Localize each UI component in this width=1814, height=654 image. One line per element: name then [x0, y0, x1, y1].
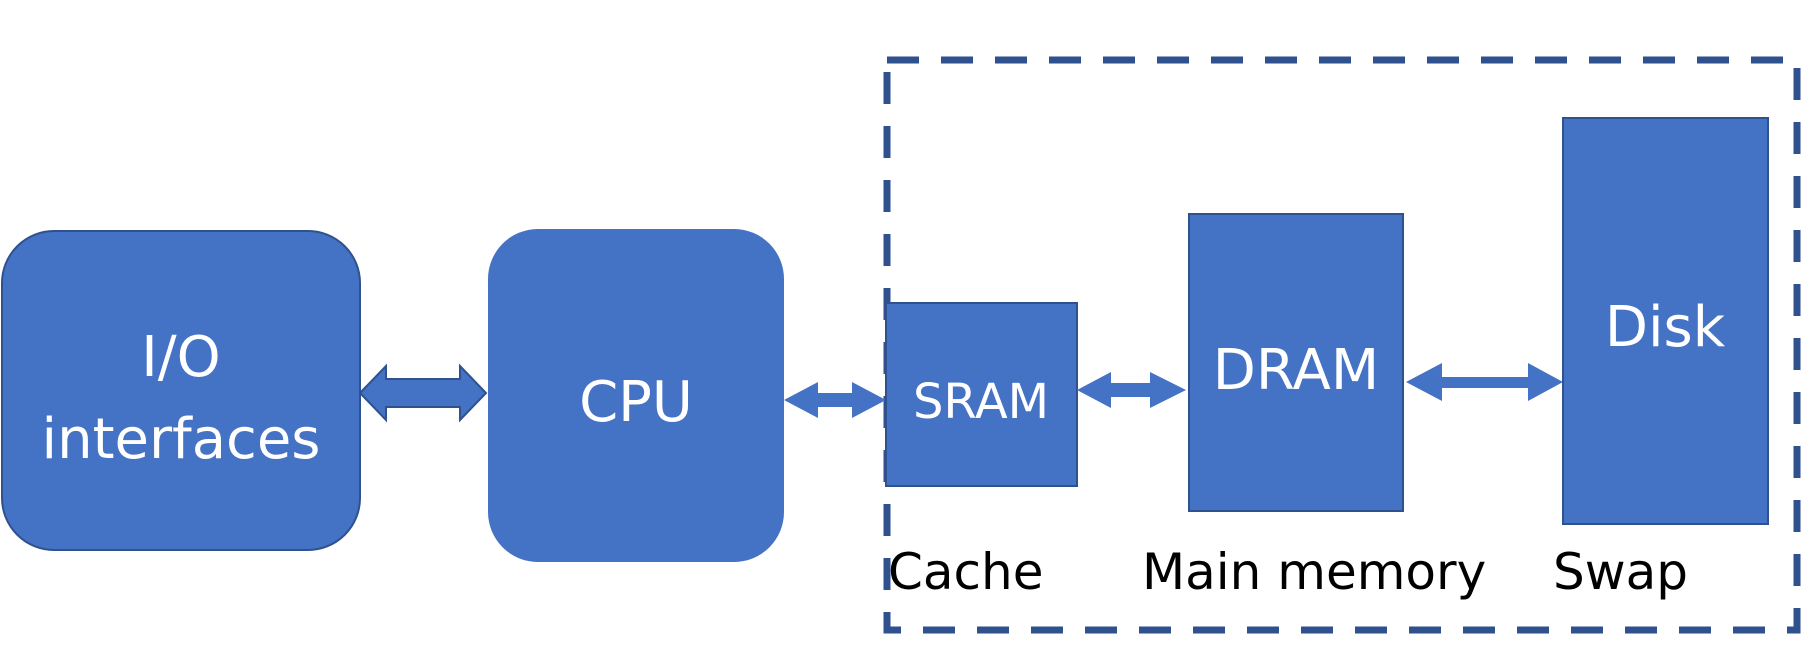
io-cpu-arrow: [358, 363, 488, 423]
sram-node[interactable]: SRAM: [885, 302, 1078, 487]
sram-dram-arrow: [1077, 372, 1186, 408]
io-interfaces-node[interactable]: I/O interfaces: [1, 230, 361, 551]
cpu-label: CPU: [579, 370, 693, 435]
io-label-line2: interfaces: [42, 407, 321, 472]
disk-label: Disk: [1605, 295, 1726, 360]
cpu-node[interactable]: CPU: [488, 229, 784, 562]
dram-label: DRAM: [1213, 338, 1379, 403]
dram-disk-arrow: [1406, 363, 1563, 401]
disk-node[interactable]: Disk: [1562, 117, 1769, 525]
io-label-line1: I/O: [141, 325, 220, 390]
caption-swap: Swap: [1553, 543, 1688, 601]
sram-label: SRAM: [913, 374, 1049, 430]
caption-main-memory: Main memory: [1142, 543, 1486, 601]
caption-cache: Cache: [888, 543, 1044, 601]
cpu-sram-arrow: [784, 382, 886, 418]
dram-node[interactable]: DRAM: [1188, 213, 1404, 512]
